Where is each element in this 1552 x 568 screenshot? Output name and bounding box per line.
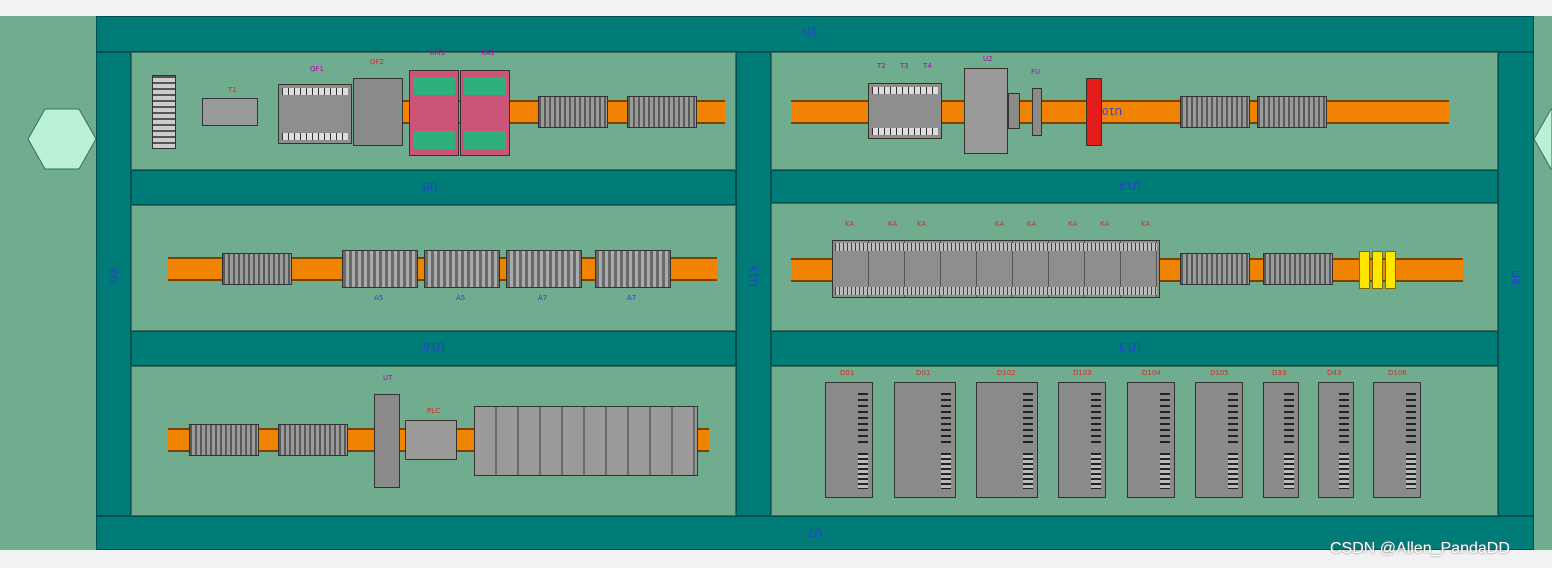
power-supply-side xyxy=(1008,93,1020,129)
shelf-u8 xyxy=(131,170,736,205)
shelf-u16-label: U16 xyxy=(422,340,446,353)
interface-module xyxy=(595,250,671,288)
terminal-block-group xyxy=(278,424,348,456)
servo-drive xyxy=(825,382,873,498)
power-supply xyxy=(964,68,1008,154)
watermark: CSDN @Allen_PandaDD xyxy=(1330,540,1510,557)
component-label: D43 xyxy=(1327,369,1342,377)
component-label: D103 xyxy=(1073,369,1092,377)
contactor-2 xyxy=(460,70,510,156)
shelf-u8-label: U8 xyxy=(422,180,438,193)
component-label: KA xyxy=(1100,220,1110,228)
component-label: T3 xyxy=(900,62,909,70)
frame-right-bar xyxy=(1498,52,1534,516)
plc-unit xyxy=(474,406,698,476)
component-label: KA xyxy=(1027,220,1037,228)
shelf-u14 xyxy=(771,170,1498,203)
component-label: KM1 xyxy=(430,49,446,57)
component-label: KA1 xyxy=(481,49,495,57)
terminal-block-group xyxy=(1257,96,1327,128)
component-label: A7 xyxy=(538,294,548,302)
interface-module xyxy=(342,250,418,288)
component-label: D102 xyxy=(997,369,1016,377)
right-hexagon-icon xyxy=(1533,108,1552,170)
terminal-block-group xyxy=(538,96,608,128)
relay-base xyxy=(405,420,457,460)
frame-center-label: U15 xyxy=(747,265,760,288)
component-label: KA xyxy=(1141,220,1151,228)
frame-center-bar xyxy=(736,52,771,516)
interface-module xyxy=(424,250,500,288)
yellow-fuse xyxy=(1359,251,1370,289)
component-label: D33 xyxy=(1272,369,1287,377)
component-label: A5 xyxy=(456,294,466,302)
component-label: FU xyxy=(1031,68,1041,76)
component-label: T2 xyxy=(877,62,886,70)
frame-bottom-label: U2 xyxy=(807,526,823,539)
relay-group xyxy=(832,240,1160,298)
component-label: KA xyxy=(845,220,855,228)
component-label: KA xyxy=(888,220,898,228)
terminal-block-group xyxy=(189,424,259,456)
component-label: D01 xyxy=(916,369,931,377)
frame-bottom-bar xyxy=(96,516,1534,550)
red-fuse xyxy=(1086,78,1102,146)
component-label: QF1 xyxy=(310,65,324,73)
contactor-1 xyxy=(409,70,459,156)
frame-left-label: U3 xyxy=(107,268,120,284)
component-label: D104 xyxy=(1142,369,1161,377)
component-label: QF2 xyxy=(370,58,384,66)
power-module xyxy=(353,78,403,146)
frame-right-label: U4 xyxy=(1509,270,1522,286)
servo-drive xyxy=(1263,382,1299,498)
terminal-strip-vertical xyxy=(152,75,176,149)
servo-drive xyxy=(1373,382,1421,498)
circuit-breaker xyxy=(278,84,352,144)
servo-drive xyxy=(1058,382,1106,498)
yellow-fuse xyxy=(1372,251,1383,289)
servo-drive xyxy=(894,382,956,498)
terminal-block-group xyxy=(627,96,697,128)
power-module xyxy=(374,394,400,488)
frame-top-bar xyxy=(96,16,1534,52)
terminal-block-group xyxy=(1180,253,1250,285)
component-label: KA xyxy=(995,220,1005,228)
component-label: UT xyxy=(383,374,393,382)
left-hexagon-icon xyxy=(27,108,97,170)
servo-drive xyxy=(1195,382,1243,498)
frame-left-bar xyxy=(96,52,131,516)
frame-top-label: U1 xyxy=(802,25,818,38)
component-label: KA xyxy=(917,220,927,228)
component-label: T1 xyxy=(228,86,237,94)
component-label: D105 xyxy=(1210,369,1229,377)
shelf-u13-label: U13 xyxy=(1118,340,1142,353)
terminal-block-group xyxy=(1263,253,1333,285)
servo-drive xyxy=(1127,382,1175,498)
component-label: KA xyxy=(1068,220,1078,228)
component-label: U2 xyxy=(983,55,993,63)
breaker-group xyxy=(868,83,942,139)
component-label: A5 xyxy=(374,294,384,302)
connector-block xyxy=(202,98,258,126)
component-label: D01 xyxy=(840,369,855,377)
shelf-u16 xyxy=(131,331,736,366)
servo-drive xyxy=(976,382,1038,498)
left-side-area xyxy=(0,16,97,550)
yellow-fuse xyxy=(1385,251,1396,289)
rail-label: U10 xyxy=(1102,105,1123,116)
component-label: T4 xyxy=(923,62,932,70)
shelf-u13 xyxy=(771,331,1498,366)
component-label: PLC xyxy=(427,407,441,415)
servo-drive xyxy=(1318,382,1354,498)
component-label: D106 xyxy=(1388,369,1407,377)
component-label: A7 xyxy=(627,294,637,302)
terminal-block-group xyxy=(222,253,292,285)
interface-module xyxy=(506,250,582,288)
terminal-block-group xyxy=(1180,96,1250,128)
right-side-area xyxy=(1533,16,1552,550)
shelf-u14-label: U14 xyxy=(1118,179,1142,192)
end-stop xyxy=(1032,88,1042,136)
